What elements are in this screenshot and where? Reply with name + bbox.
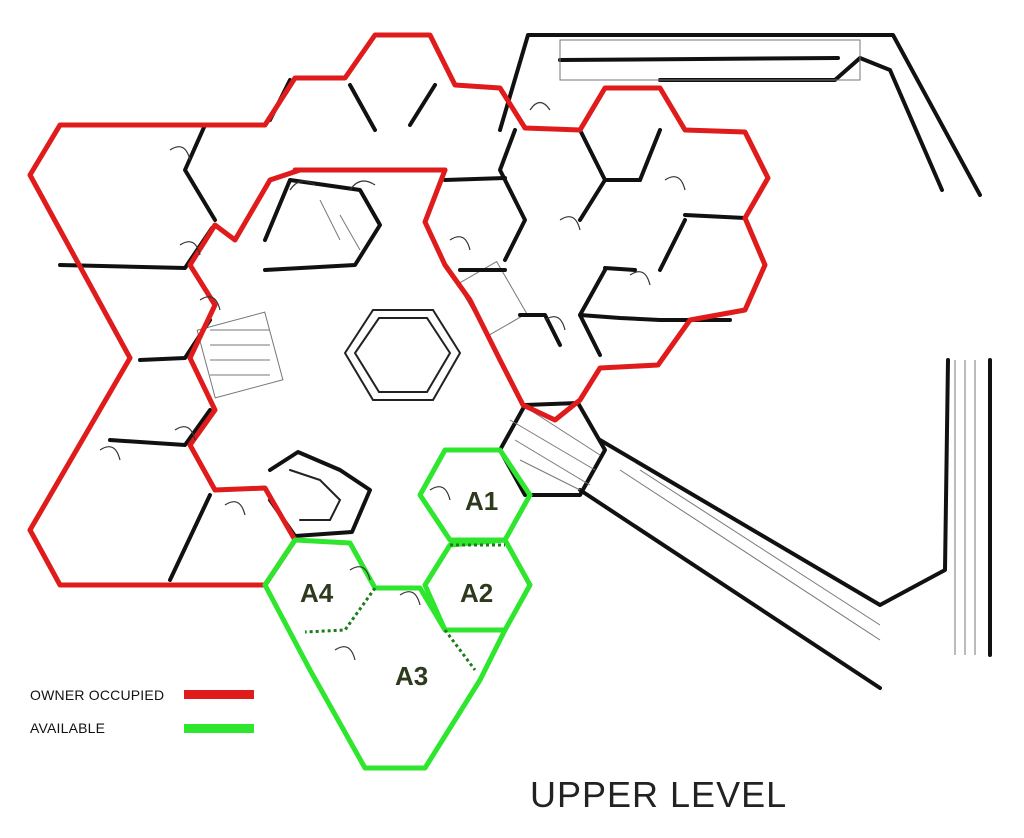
plan-walls xyxy=(58,33,992,690)
available-areas xyxy=(262,447,533,771)
legend-owner-swatch xyxy=(184,690,254,699)
unit-label-a2[interactable]: A2 xyxy=(460,578,494,609)
level-title: UPPER LEVEL xyxy=(530,774,788,815)
legend-available-swatch xyxy=(184,724,254,733)
owner-outline-west xyxy=(27,32,771,588)
legend-available-label: AVAILABLE xyxy=(30,720,106,736)
unit-label-a4[interactable]: A4 xyxy=(300,578,335,609)
legend-owner-label: OWNER OCCUPIED xyxy=(30,687,165,703)
unit-label-a3[interactable]: A3 xyxy=(395,661,429,692)
unit-label-a1[interactable]: A1 xyxy=(465,486,499,517)
owner-occupied-areas xyxy=(27,32,771,588)
door-swings xyxy=(99,101,686,661)
unit-a3-outline xyxy=(262,537,508,771)
